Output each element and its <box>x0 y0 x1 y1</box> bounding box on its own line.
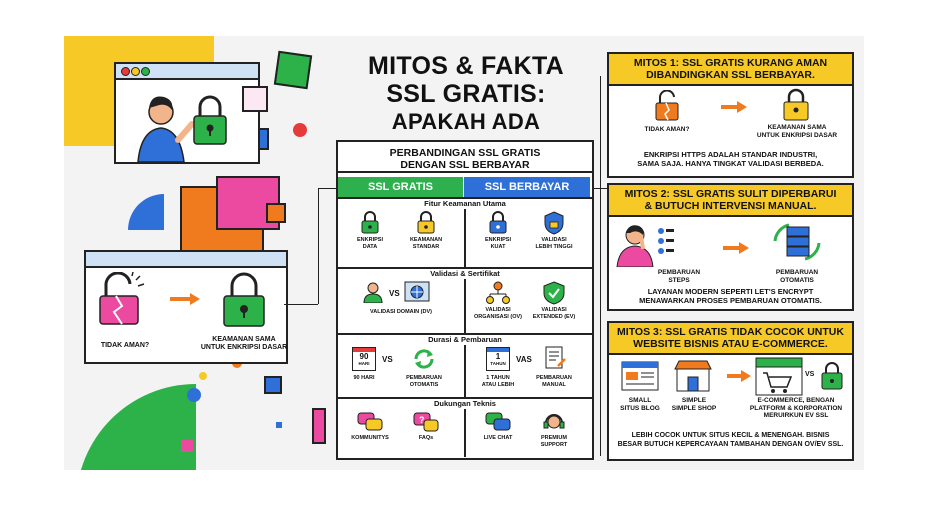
connector-line <box>590 188 608 189</box>
browser-window-person <box>114 62 260 164</box>
cart-window-icon <box>755 357 803 396</box>
org-chart-icon <box>486 281 510 304</box>
item-faqs: ? FAQs <box>400 411 452 442</box>
svg-text:?: ? <box>419 415 425 425</box>
myth-1-description: ENKRIPSI HTTPS ADALAH STANDAR INDUSTRI,S… <box>637 150 824 168</box>
blog-window-icon <box>621 361 659 391</box>
section-duration: Durasi & Pembaruan 90 HARI VS 90 HARI PE… <box>338 333 592 399</box>
green-square-shape <box>273 50 313 90</box>
faq-icon: ? <box>413 412 439 432</box>
window-titlebar <box>116 64 258 80</box>
stressed-person-illustration <box>616 225 674 267</box>
green-quarter-shape <box>76 384 196 470</box>
myth-1-caption-left: TIDAK AMAN? <box>644 126 690 133</box>
myth-1-panel: MITOS 1: SSL GRATIS KURANG AMAN DIBANDIN… <box>607 52 854 178</box>
headset-icon <box>543 414 565 429</box>
lock-icon <box>223 272 265 327</box>
refresh-icon <box>414 349 434 369</box>
myth-3-description: LEBIH COCOK UNTUK SITUS KECIL & MENENGAH… <box>617 432 844 448</box>
globe-icon <box>404 281 430 302</box>
orange-small-square-shape <box>266 203 286 223</box>
connector-line <box>600 76 601 456</box>
infographic-canvas: TIDAK AMAN? KEAMANAN SAMA UNTUK ENKRIPSI… <box>64 36 864 470</box>
broken-lock-caption: TIDAK AMAN? <box>100 342 150 349</box>
section-validation: Validasi & Sertifikat VS VALIDASI DOMAIN… <box>338 267 592 335</box>
connector-line <box>318 188 336 189</box>
person-pointing-lock-illustration <box>137 95 227 163</box>
pink-tall-shape <box>312 408 326 444</box>
document-icon <box>545 346 566 369</box>
col-ssl-gratis: SSL GRATIS <box>338 177 463 197</box>
arrow-right-icon <box>721 101 747 113</box>
blue-quarter-shape <box>128 194 164 230</box>
lock-icon <box>821 362 843 390</box>
col-ssl-berbayar: SSL BERBAYAR <box>464 177 590 197</box>
secure-lock-caption: KEAMANAN SAMA UNTUK ENKRIPSI DASAR <box>200 336 288 351</box>
item-validasi-domain: VALIDASI DOMAIN (DV) <box>370 309 432 315</box>
item-live-chat: LIVE CHAT <box>472 411 524 442</box>
myth-2-heading: MITOS 2: SSL GRATIS SULIT DIPERBARUI & B… <box>609 185 852 217</box>
blue-dot-shape <box>187 388 201 402</box>
vs-label: VS <box>805 371 815 378</box>
broken-lock-icon <box>655 90 679 121</box>
vas-label: VAS <box>516 355 532 364</box>
browser-window-locks: TIDAK AMAN? KEAMANAN SAMA UNTUK ENKRIPSI… <box>84 250 288 364</box>
broken-lock-icon <box>99 272 145 325</box>
comparison-heading: PERBANDINGAN SSL GRATIS DENGAN SSL BERBA… <box>338 142 592 173</box>
shop-icon <box>674 360 712 392</box>
lock-icon <box>489 211 507 234</box>
blue-small-square-shape <box>264 376 282 394</box>
myth-3-panel: MITOS 3: SSL GRATIS TIDAK COCOK UNTUK WE… <box>607 321 854 461</box>
calendar-icon: 90 HARI <box>352 347 376 371</box>
page-fold-shape <box>242 86 268 112</box>
server-refresh-icon <box>773 223 821 261</box>
arrow-right-icon <box>727 370 751 382</box>
connector-line <box>284 304 318 305</box>
chat-icon <box>485 412 511 431</box>
calendar-icon: 1 TAHUN <box>486 347 510 371</box>
shield-icon <box>544 211 564 235</box>
shield-check-icon <box>543 281 565 305</box>
pink-small-square-shape <box>181 440 193 452</box>
vs-label: VS <box>382 355 393 364</box>
lock-icon <box>783 88 809 121</box>
vs-label: VS <box>389 289 400 298</box>
blue-tiny-square-shape <box>276 422 282 428</box>
arrow-right-icon <box>723 242 749 254</box>
lock-icon <box>361 211 379 234</box>
yellow-dot-shape <box>199 372 207 380</box>
connector-line <box>318 188 319 304</box>
myth-1-heading: MITOS 1: SSL GRATIS KURANG AMAN DIBANDIN… <box>609 54 852 86</box>
lock-icon <box>417 211 435 234</box>
item-90-hari: 90 HARI <box>353 375 375 381</box>
window-titlebar <box>86 252 286 268</box>
red-circle-shape <box>293 123 307 137</box>
myth-2-panel: MITOS 2: SSL GRATIS SULIT DIPERBARUI & B… <box>607 183 854 311</box>
section-support: Dukungan Teknis KOMMUNITYS ? FAQs LIVE C… <box>338 397 592 457</box>
arrow-right-icon <box>170 293 200 305</box>
item-kommunitys: KOMMUNITYS <box>344 411 396 442</box>
chat-icon <box>357 412 383 431</box>
myth-3-heading: MITOS 3: SSL GRATIS TIDAK COCOK UNTUK WE… <box>609 323 852 355</box>
person-icon <box>363 282 383 303</box>
